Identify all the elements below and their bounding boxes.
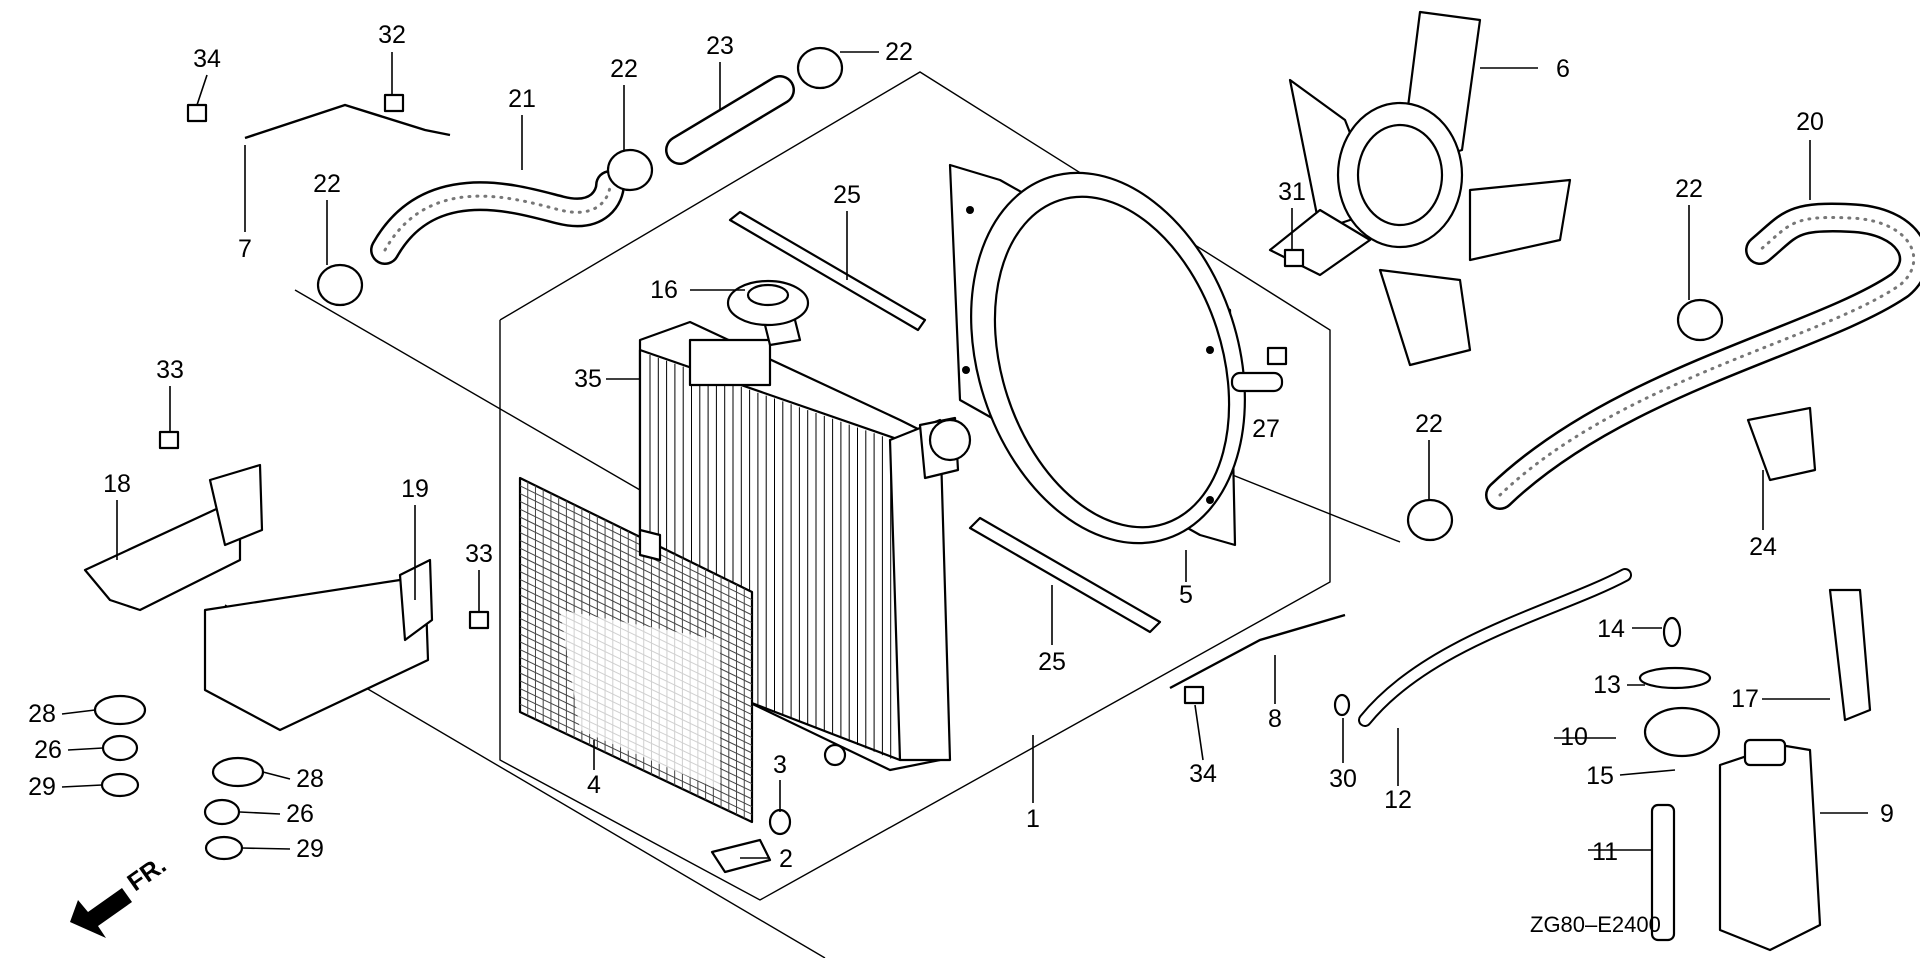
hoses bbox=[370, 75, 1920, 942]
callout-11: 11 bbox=[1592, 838, 1618, 866]
mesh-line bbox=[519, 703, 753, 815]
leader-line bbox=[1194, 704, 1204, 761]
callout-28-b: 28 bbox=[296, 765, 324, 793]
callout-20: 20 bbox=[1796, 108, 1824, 136]
callout-22-b: 22 bbox=[610, 55, 638, 83]
fan-shroud bbox=[948, 163, 1246, 547]
callout-29-b: 29 bbox=[296, 835, 324, 863]
callout-3: 3 bbox=[773, 751, 787, 779]
cooling-fan bbox=[1268, 10, 1572, 367]
radiator-cap bbox=[726, 279, 810, 327]
leader-line bbox=[67, 747, 104, 751]
callout-22-e: 22 bbox=[1415, 410, 1443, 438]
callout-12: 12 bbox=[1384, 786, 1412, 814]
mesh-line bbox=[519, 524, 753, 639]
callout-23: 23 bbox=[706, 32, 734, 60]
callout-10: 10 bbox=[1560, 723, 1588, 751]
callout-8: 8 bbox=[1268, 705, 1282, 733]
callout-32: 32 bbox=[378, 21, 406, 49]
callout-labels: 1 2 3 4 5 6 7 8 9 10 11 12 13 14 15 16 1… bbox=[28, 21, 1894, 873]
callout-27: 27 bbox=[1252, 415, 1280, 443]
mesh-line bbox=[519, 493, 753, 608]
callout-6: 6 bbox=[1556, 55, 1570, 83]
leader-line bbox=[241, 847, 291, 850]
rubber-seals bbox=[728, 210, 1162, 634]
callout-4: 4 bbox=[587, 771, 601, 799]
callout-16: 16 bbox=[650, 276, 678, 304]
mesh-line bbox=[519, 539, 753, 654]
brackets bbox=[83, 103, 1872, 732]
rubber-mounts bbox=[93, 694, 265, 861]
callout-29-a: 29 bbox=[28, 773, 56, 801]
callout-25-a: 25 bbox=[833, 181, 861, 209]
mesh-line bbox=[519, 485, 753, 601]
leader-line bbox=[196, 74, 208, 106]
leader-line bbox=[61, 709, 96, 715]
callout-26-b: 26 bbox=[286, 800, 314, 828]
callout-33-a: 33 bbox=[156, 356, 184, 384]
callout-leader-lines bbox=[61, 51, 1868, 859]
front-direction-label: FR. bbox=[122, 851, 171, 897]
callout-22-a: 22 bbox=[313, 170, 341, 198]
callout-15: 15 bbox=[1586, 762, 1614, 790]
callout-28-a: 28 bbox=[28, 700, 56, 728]
callout-22-d: 22 bbox=[1675, 175, 1703, 203]
callout-18: 18 bbox=[103, 470, 131, 498]
callout-31: 31 bbox=[1278, 178, 1306, 206]
mesh-line bbox=[519, 508, 753, 624]
callout-9: 9 bbox=[1880, 800, 1894, 828]
callout-13: 13 bbox=[1593, 671, 1621, 699]
radiator-screen bbox=[518, 476, 754, 824]
callout-1: 1 bbox=[1026, 805, 1040, 833]
callout-5: 5 bbox=[1179, 581, 1193, 609]
callout-25-b: 25 bbox=[1038, 648, 1066, 676]
hose-clamps bbox=[316, 46, 1724, 542]
reserve-tank bbox=[1638, 616, 1822, 952]
callout-33-b: 33 bbox=[465, 540, 493, 568]
mesh-line bbox=[519, 532, 753, 647]
callout-34-a: 34 bbox=[193, 45, 221, 73]
callout-21: 21 bbox=[508, 85, 536, 113]
callout-7: 7 bbox=[238, 235, 252, 263]
callout-2: 2 bbox=[779, 845, 793, 873]
front-direction-arrow: FR. bbox=[70, 851, 171, 938]
callout-24: 24 bbox=[1749, 533, 1777, 561]
callout-35: 35 bbox=[574, 365, 602, 393]
callout-14: 14 bbox=[1597, 615, 1625, 643]
mesh-line bbox=[519, 516, 753, 631]
leader-line bbox=[1619, 769, 1676, 776]
callout-30: 30 bbox=[1329, 765, 1357, 793]
bolts bbox=[158, 93, 1305, 705]
leader-line bbox=[239, 811, 281, 815]
callout-26-a: 26 bbox=[34, 736, 62, 764]
leader-line bbox=[262, 771, 291, 780]
callout-34-b: 34 bbox=[1189, 760, 1217, 788]
drawing-code: ZG80–E2400 bbox=[1530, 912, 1661, 937]
callout-22-c: 22 bbox=[885, 38, 913, 66]
mesh-line bbox=[519, 500, 753, 616]
leader-line bbox=[61, 784, 103, 788]
callout-17: 17 bbox=[1731, 685, 1759, 713]
callout-19: 19 bbox=[401, 475, 429, 503]
